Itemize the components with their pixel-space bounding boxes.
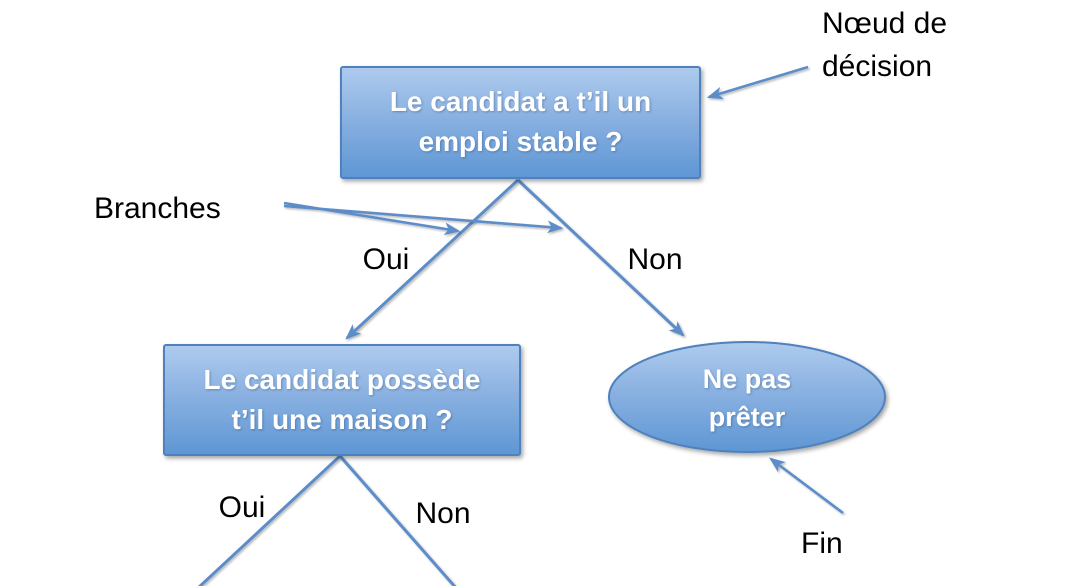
- decision-node-emploi-shape: [340, 66, 701, 179]
- decision-node-maison-shape: [163, 344, 521, 456]
- branch-root-non-line: [516, 178, 685, 337]
- fin-annotation-label: Fin: [801, 527, 843, 560]
- branch-label-maison-oui: Oui: [218, 491, 266, 524]
- branch-root-oui-line: [345, 178, 520, 340]
- fin-annotation-arrow: [769, 457, 844, 515]
- annotation-line: décision: [822, 50, 933, 83]
- decision-node-annotation-label: Nœud de décision: [822, 2, 947, 88]
- branch-maison-non-line: [338, 455, 457, 586]
- branches-annotation-label: Branches: [94, 192, 221, 225]
- decision-node-annotation-arrow: [706, 65, 809, 100]
- branch-label-root-oui: Oui: [362, 243, 410, 276]
- branch-label-root-non: Non: [627, 243, 683, 276]
- leaf-node-ne-pas-preter-shape: [608, 341, 886, 453]
- branch-label-maison-non: Non: [415, 497, 471, 530]
- annotation-line: Nœud de: [822, 7, 948, 40]
- branch-maison-oui-line: [197, 454, 342, 586]
- branches-annotation-arrow-right: [283, 204, 564, 234]
